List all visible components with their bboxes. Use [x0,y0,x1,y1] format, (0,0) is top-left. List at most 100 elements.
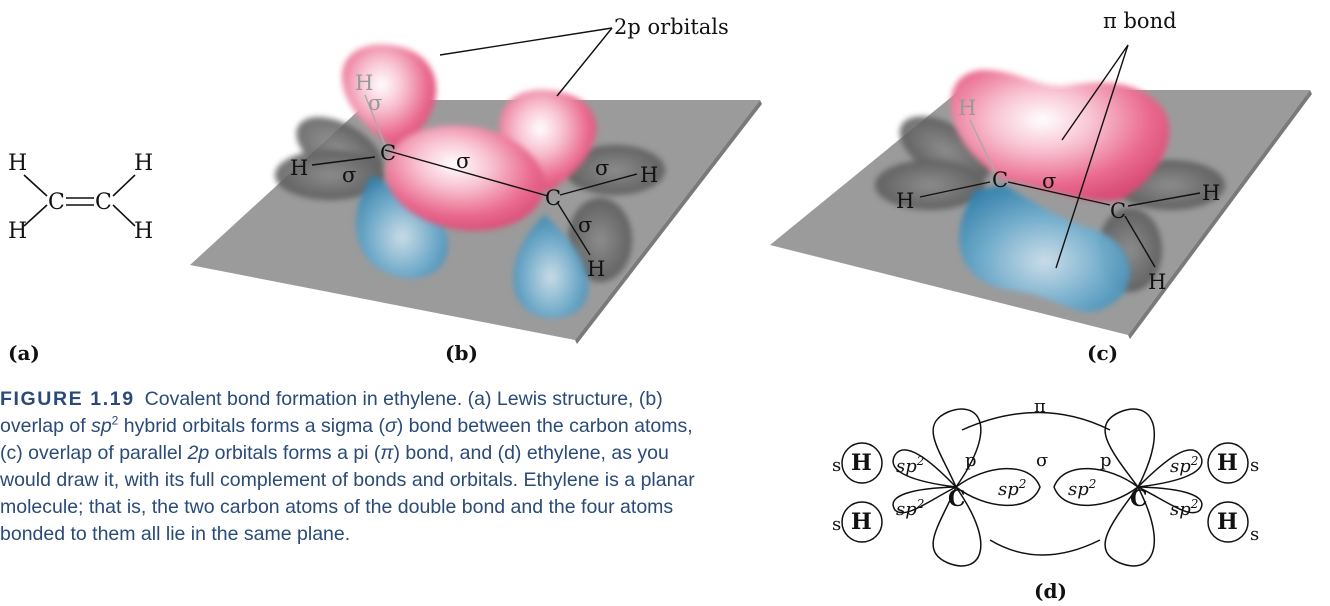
plane-edge [1128,90,1312,339]
atom-c-left: C [992,168,1008,192]
sp2-lobe [875,160,985,210]
sigma-bond-line [384,149,549,197]
caption-pi: π [380,442,394,464]
atom-h-left: H [896,189,914,213]
callout-line [439,27,613,56]
caption-text: ) bond, and (d) ethylene, as you would d… [0,442,695,545]
bond-line [556,201,591,256]
atom-c-left: C [948,486,966,512]
caption-text: hybrid orbitals forms a sigma ( [118,415,385,437]
bond-line [23,174,48,197]
atom-c-left: C [48,190,65,215]
atom-c-right: C [1130,486,1148,512]
atom-h-back: H [355,71,373,95]
panel-label-a: (a) [8,341,40,365]
s-label-lower-right: s [1250,524,1259,545]
atom-h-bottom: H [587,257,605,281]
figure-label: FIGURE 1.19 [0,388,135,410]
atom-h-bottom-right: H [134,219,153,244]
sigma-label: σ [595,156,609,180]
s-label-upper-right: s [1250,455,1259,476]
bond-line [1127,192,1201,207]
callout-line [556,27,613,97]
sp2-sp2-sigma-overlap [385,125,545,231]
h-s-orbital-lower-right [1207,501,1249,543]
sp2-label: sp2 [998,477,1026,500]
atom-h-back: H [958,96,976,120]
sp2-label: sp2 [896,497,924,520]
sigma-label: σ [342,163,356,187]
atom-h-lower-right: H [1217,509,1238,535]
sigma-label: σ [456,149,470,173]
caption-sp-sup: 2 [111,413,119,428]
bond-line [919,181,991,198]
sp2-lobe-lower-left [892,486,957,514]
s-label-lower-left: s [832,514,841,535]
panel-c-pi-bond: C C H H H H σ π bond (c) [770,9,1312,365]
caption-text: ) bond between the carbon atoms, (c) ove… [0,415,693,464]
bond-line [23,204,48,227]
pi-bond-upper-lobe [950,70,1170,201]
pi-overlap-arc-bottom [989,539,1101,556]
caption-text: Covalent bond formation in ethylene. (a)… [0,388,663,437]
sigma-label: σ [578,213,592,237]
bond-line [112,174,136,197]
atom-h-bottom-left: H [8,219,27,244]
callout-line [1055,44,1129,269]
plane-edge [575,100,762,344]
sp2-lobe-sigma-right [1053,467,1139,507]
sp2-label: sp2 [1068,477,1096,500]
panel-label-c: (c) [1087,341,1118,365]
sigma-label: σ [368,91,382,115]
pi-label: π [1034,396,1046,417]
s-label-upper-left: s [832,455,841,476]
sigma-bond-line [1007,181,1111,206]
bond-line [364,94,386,146]
p-orbital-lower-lobe [513,215,589,319]
atom-c-right: C [95,190,112,215]
sp2-lobe-sigma-left [955,467,1041,507]
callout-pi-bond: π bond [1103,9,1177,33]
callout-line [1061,44,1129,141]
atom-h-upper-right: H [1217,450,1238,476]
sp2-lobe-upper-left [892,449,957,488]
sp2-label: sp2 [896,454,924,477]
atom-h-right: H [640,163,658,187]
atom-c-left: C [380,141,396,165]
sp2-lobe [568,198,632,282]
h-s-orbital-lower-left [841,501,883,543]
atom-h-left: H [290,156,308,180]
panel-label-b: (b) [445,341,478,365]
sp2-lobe-lower-right [1137,486,1203,514]
panel-a-lewis-structure: H H C C H H (a) [8,151,153,365]
p-orbital-bottom-left [932,486,982,567]
atom-h-upper-left: H [851,450,872,476]
panel-d-orbital-sketch [841,408,1249,567]
caption-sigma: σ [384,415,397,437]
p-orbital-upper-lobe [341,44,437,150]
sigma-label: σ [1042,169,1056,193]
p-orbital-bottom-right [1104,486,1155,567]
bond-line [559,173,638,196]
caption-text: orbitals forms a pi ( [209,442,381,464]
sp2-lobe-upper-right [1137,449,1203,488]
callout-2p-orbitals: 2p orbitals [614,15,729,39]
sp2-label: sp2 [1170,454,1198,477]
atom-h-bottom: H [1148,270,1166,294]
p-label-right: p [1100,450,1112,471]
bond-line [311,156,376,166]
h-s-orbital-upper-left [841,442,883,484]
caption-2p: 2p [187,442,210,464]
bond-line [1124,215,1156,268]
p-label-left: p [965,450,977,471]
sp2-lobe [275,150,385,200]
atom-h-right: H [1202,181,1220,205]
panel-d-labels: π σ p p C C H H H H s s s s sp2 sp2 sp2 … [832,396,1259,603]
caption-sp: sp [91,415,112,437]
sigma-label: σ [1036,450,1048,471]
h-s-orbital-upper-right [1207,442,1249,484]
panel-label-d: (d) [1034,579,1067,603]
atom-h-top-left: H [8,151,27,176]
